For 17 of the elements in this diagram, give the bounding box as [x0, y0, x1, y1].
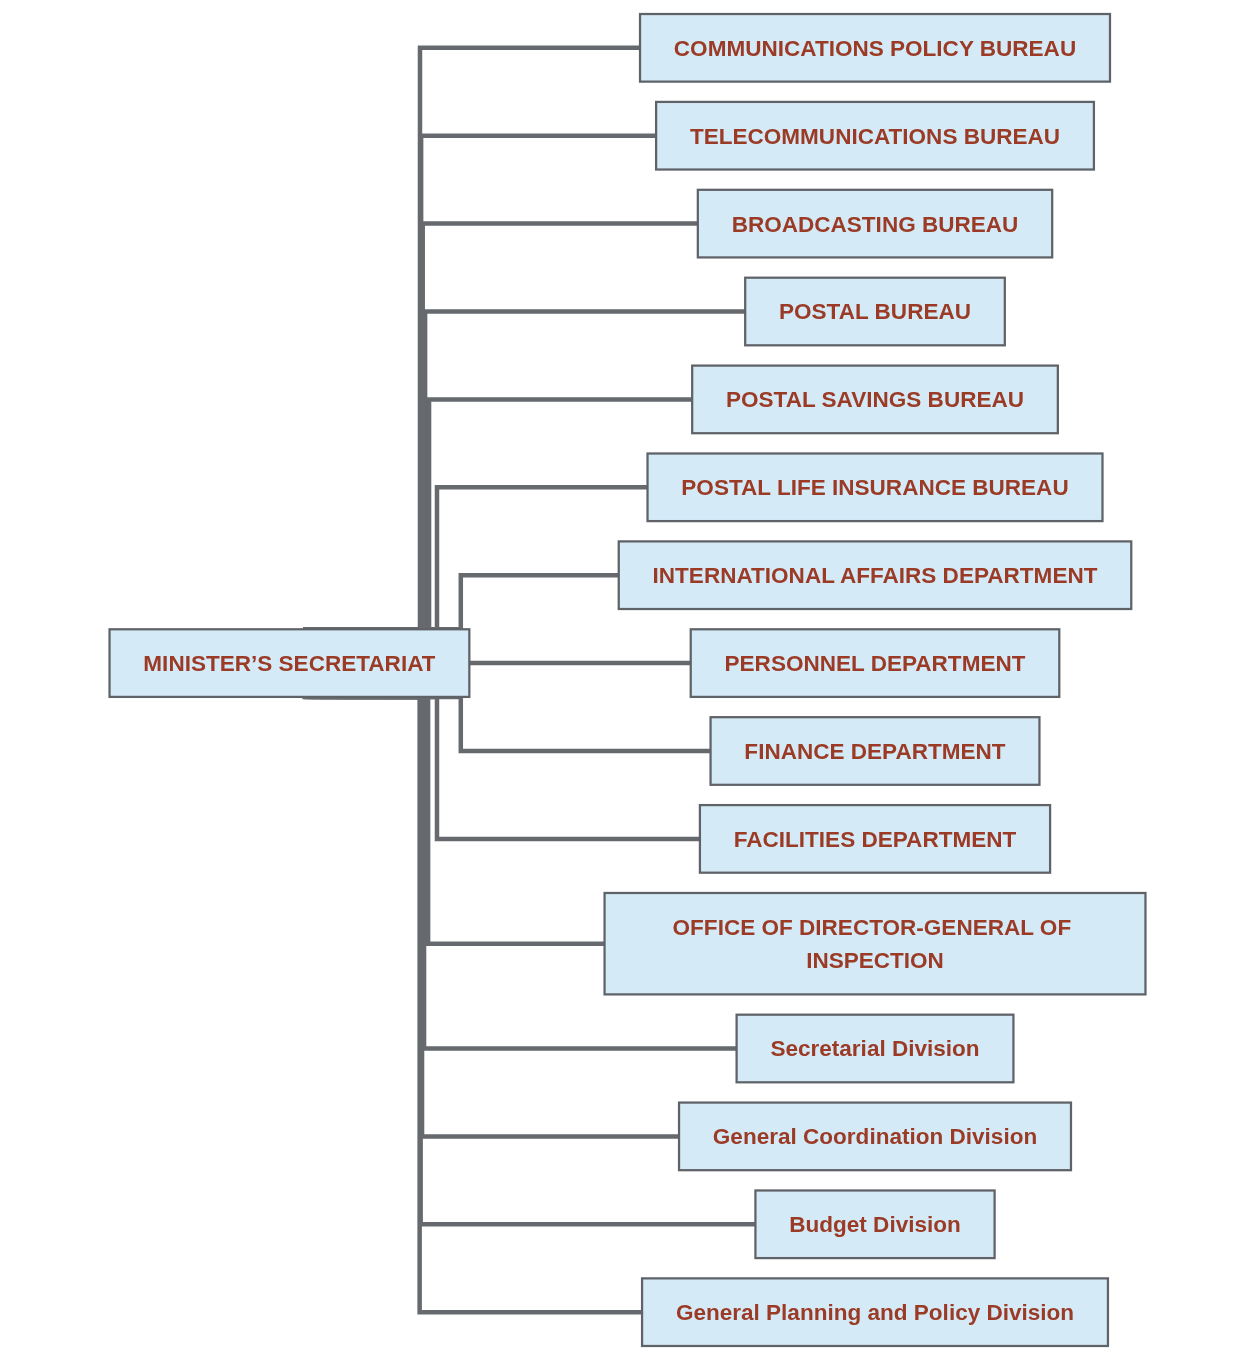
node-box: BROADCASTING BUREAU [696, 188, 1054, 259]
connector [469, 660, 691, 666]
node-box: INTERNATIONAL AFFAIRS DEPARTMENT [617, 540, 1133, 611]
node-box: POSTAL BUREAU [744, 276, 1006, 347]
node-box: General Planning and Policy Division [640, 1277, 1110, 1348]
node-box: General Coordination Division [677, 1101, 1073, 1172]
node-box: Budget Division [754, 1189, 996, 1260]
node-box: OFFICE OF DIRECTOR-GENERAL OF INSPECTION [603, 891, 1147, 996]
node-box: PERSONNEL DEPARTMENT [689, 628, 1061, 699]
node-box: MINISTER’S SECRETARIAT [108, 628, 471, 699]
node-box: FINANCE DEPARTMENT [709, 716, 1041, 786]
node-box: Secretarial Division [735, 1013, 1015, 1084]
node-box: POSTAL LIFE INSURANCE BUREAU [646, 452, 1104, 523]
node-box: TELECOMMUNICATIONS BUREAU [654, 100, 1096, 171]
node-box: FACILITIES DEPARTMENT [698, 803, 1052, 874]
node-box: POSTAL SAVINGS BUREAU [691, 364, 1059, 435]
node-box: COMMUNICATIONS POLICY BUREAU [638, 12, 1112, 83]
